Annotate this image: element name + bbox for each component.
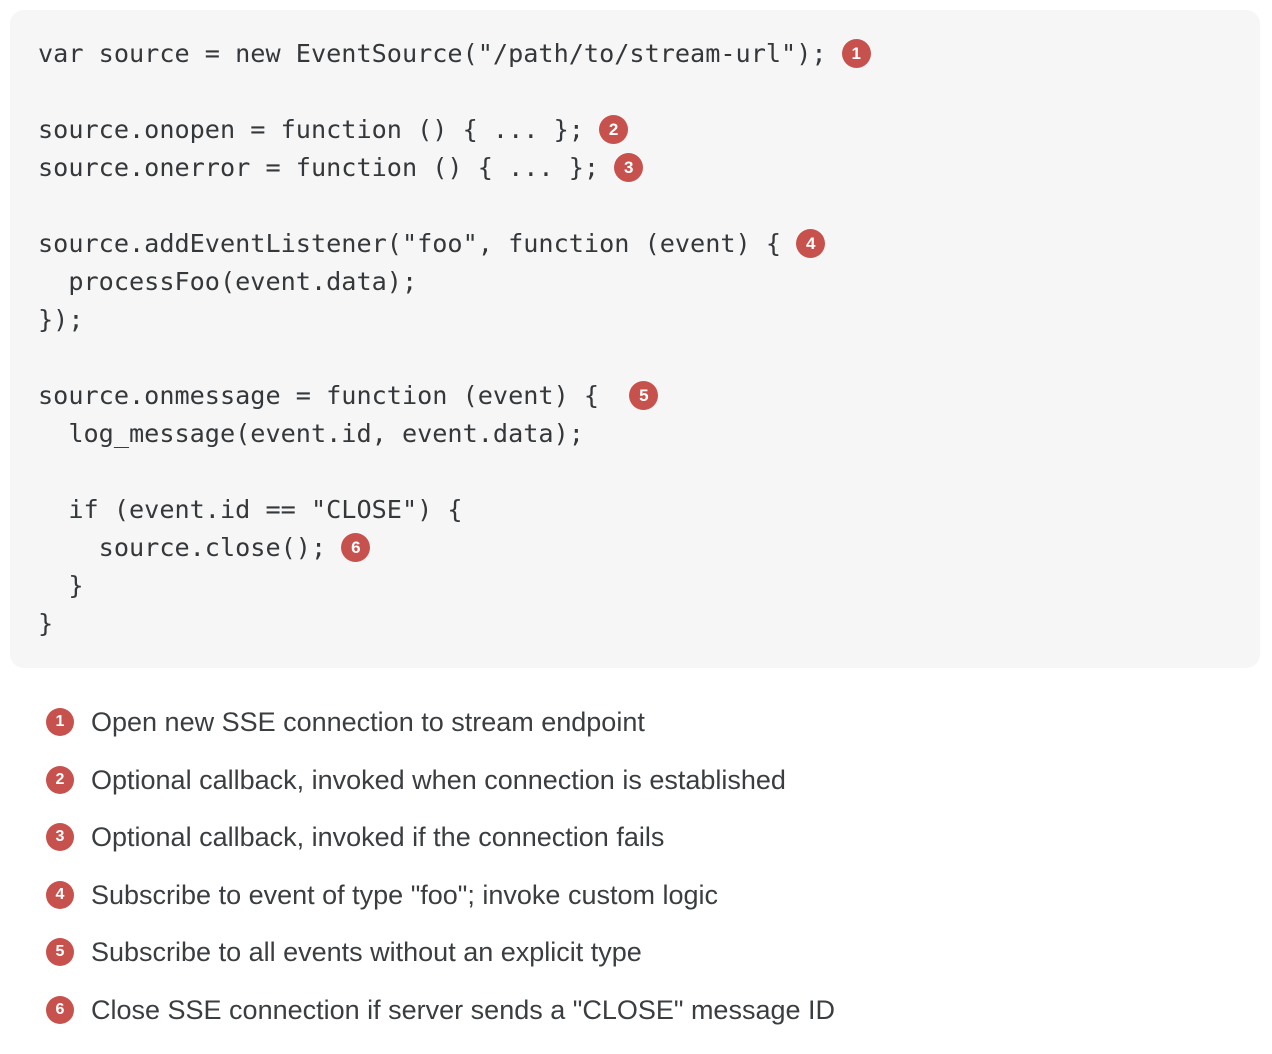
code-text: source.onerror = function () { ... }; [38,153,615,182]
legend-callout-4-badge: 4 [46,880,74,909]
legend-item-text: Subscribe to event of type "foo"; invoke… [91,879,718,910]
legend-item-text: Optional callback, invoked if the connec… [91,822,665,852]
legend-item-text: Subscribe to all events without an expli… [91,937,642,967]
code-text: source.onopen = function () { ... }; [38,115,600,144]
code-text: source.close(); [38,533,342,562]
code-text: processFoo(event.data); [38,267,418,296]
code-text: source.addEventListener("foo", function … [38,229,797,258]
code-callout-5-badge: 5 [629,381,659,410]
code-text: } [38,571,84,600]
legend-item: 6 Close SSE connection if server sends a… [46,992,1272,1028]
legend-item-text: Open new SSE connection to stream endpoi… [91,707,645,737]
code-line: source.close(); 6 [38,529,1232,567]
code-line: processFoo(event.data); [38,263,1232,301]
code-text: log_message(event.id, event.data); [38,419,584,448]
legend-callout-1-badge: 1 [46,708,74,736]
code-text: }); [38,305,84,334]
code-callout-1-badge: 1 [841,39,871,68]
legend-item: 1 Open new SSE connection to stream endp… [46,704,1272,740]
code-line: source.onerror = function () { ... }; 3 [38,149,1232,187]
legend-callout-6-badge: 6 [46,995,74,1024]
legend-callout-2-badge: 2 [46,765,74,794]
code-text: } [38,609,54,638]
code-line-blank [38,187,1232,225]
legend-item: 5 Subscribe to all events without an exp… [46,934,1272,970]
legend-item-text: Optional callback, invoked when connecti… [91,764,786,795]
code-line: if (event.id == "CLOSE") { [38,491,1232,529]
legend-callout-5-badge: 5 [46,938,74,966]
code-line-blank [38,453,1232,491]
code-line: } [38,605,1232,643]
legend-callout-3-badge: 3 [46,823,74,851]
code-line: } [38,567,1232,605]
code-callout-2-badge: 2 [599,115,629,144]
code-line: source.onmessage = function (event) { 5 [38,377,1232,415]
code-line: source.addEventListener("foo", function … [38,225,1232,263]
legend-item: 2 Optional callback, invoked when connec… [46,762,1272,798]
code-callout-6-badge: 6 [341,533,371,562]
legend-item: 4 Subscribe to event of type "foo"; invo… [46,877,1272,913]
legend-item-text: Close SSE connection if server sends a "… [91,994,836,1025]
code-text: if (event.id == "CLOSE") { [38,495,463,524]
code-line: }); [38,301,1232,339]
code-line: var source = new EventSource("/path/to/s… [38,35,1232,73]
code-callout-4-badge: 4 [796,229,826,258]
code-block: var source = new EventSource("/path/to/s… [10,10,1260,668]
code-callout-3-badge: 3 [614,153,644,182]
callout-legend: 1 Open new SSE connection to stream endp… [46,704,1272,1028]
code-line: source.onopen = function () { ... }; 2 [38,111,1232,149]
code-text: var source = new EventSource("/path/to/s… [38,39,842,68]
code-line-blank [38,73,1232,111]
code-text: source.onmessage = function (event) { [38,381,630,410]
code-line: log_message(event.id, event.data); [38,415,1232,453]
legend-item: 3 Optional callback, invoked if the conn… [46,819,1272,855]
code-line-blank [38,339,1232,377]
